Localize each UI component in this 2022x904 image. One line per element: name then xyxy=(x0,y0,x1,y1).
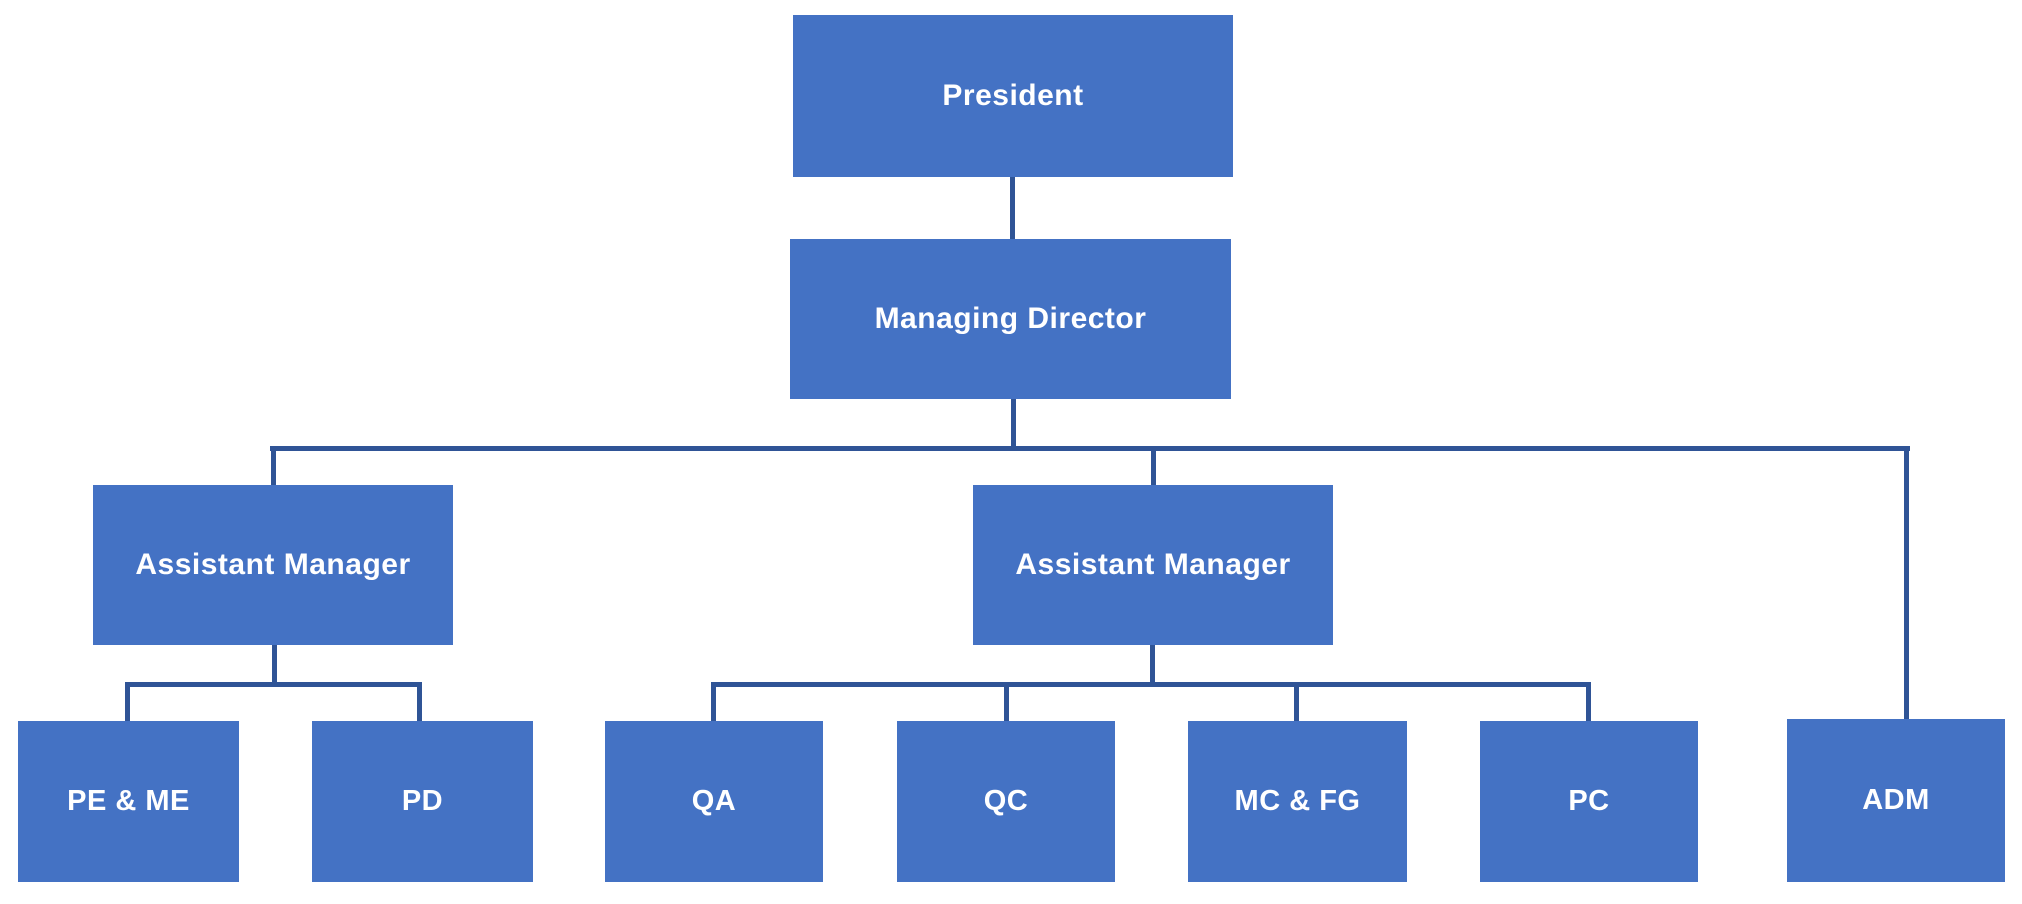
org-node-qa-label: QA xyxy=(691,785,737,817)
connector-drop-qc xyxy=(1004,687,1009,721)
org-node-pc-label: PC xyxy=(1568,785,1610,817)
connector-drop-pc xyxy=(1586,687,1591,721)
org-node-assistant-manager-right-label: Assistant Manager xyxy=(1015,548,1291,581)
connector-top-horizontal-bar xyxy=(270,446,1910,451)
org-node-adm-label: ADM xyxy=(1862,784,1930,816)
org-node-qa: QA xyxy=(605,721,823,882)
connector-drop-assistant-manager-left xyxy=(271,451,276,485)
connector-assistant-manager-right-stub xyxy=(1150,645,1155,682)
connector-assistant-manager-left-stub xyxy=(272,645,277,682)
connector-left-horizontal-bar xyxy=(125,682,422,687)
connector-drop-qa xyxy=(711,687,716,721)
org-node-mc-fg: MC & FG xyxy=(1188,721,1407,882)
org-node-managing-director: Managing Director xyxy=(790,239,1231,399)
org-node-pe-me: PE & ME xyxy=(18,721,239,882)
org-node-pd: PD xyxy=(312,721,533,882)
org-node-assistant-manager-left: Assistant Manager xyxy=(93,485,453,645)
org-node-qc: QC xyxy=(897,721,1115,882)
org-node-managing-director-label: Managing Director xyxy=(874,302,1147,335)
connector-drop-adm xyxy=(1904,451,1909,719)
org-node-pe-me-label: PE & ME xyxy=(67,785,190,817)
org-node-assistant-manager-right: Assistant Manager xyxy=(973,485,1333,645)
connector-president-to-managing-director xyxy=(1010,177,1015,239)
org-node-assistant-manager-left-label: Assistant Manager xyxy=(135,548,411,581)
org-node-mc-fg-label: MC & FG xyxy=(1234,785,1361,817)
connector-right-horizontal-bar xyxy=(711,682,1591,687)
connector-drop-mc-fg xyxy=(1294,687,1299,721)
connector-drop-pe-me xyxy=(125,687,130,721)
org-node-pd-label: PD xyxy=(401,785,444,817)
org-node-qc-label: QC xyxy=(983,785,1029,817)
connector-drop-assistant-manager-right xyxy=(1151,451,1156,485)
org-node-adm: ADM xyxy=(1787,719,2005,882)
connector-drop-pd xyxy=(417,687,422,721)
org-node-president-label: President xyxy=(942,79,1084,112)
connector-managing-director-stub xyxy=(1011,399,1016,446)
org-node-pc: PC xyxy=(1480,721,1698,882)
org-node-president: President xyxy=(793,15,1233,177)
